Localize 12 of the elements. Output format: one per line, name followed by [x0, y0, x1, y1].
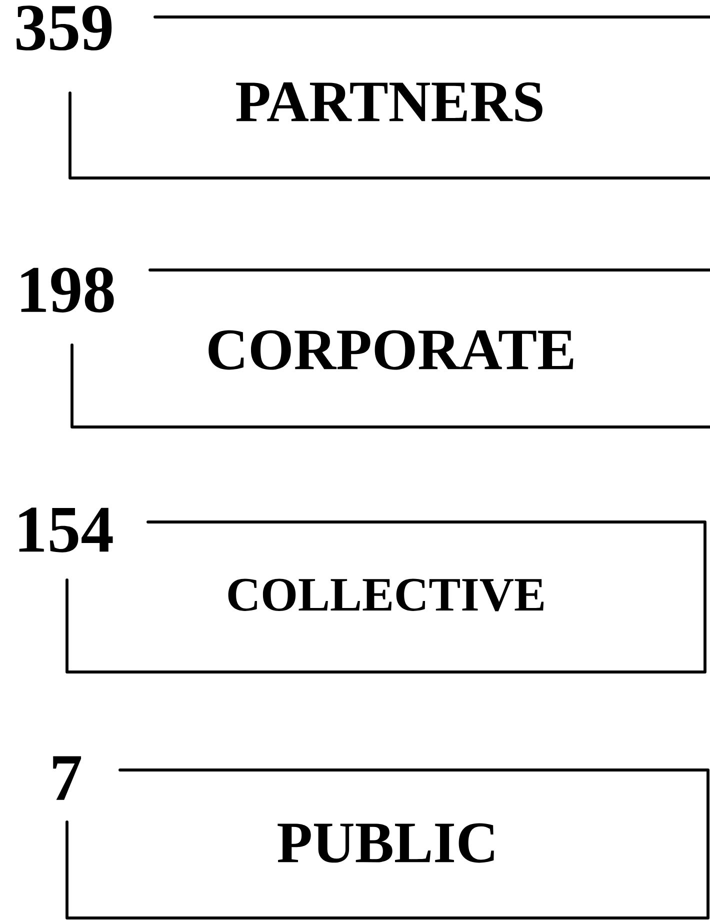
count-number: 198	[21, 268, 114, 312]
category-box	[53, 756, 710, 920]
box-label: PUBLIC	[278, 823, 494, 863]
box-label: COLLECTIVE	[228, 578, 544, 612]
category-box	[16, 6, 710, 180]
count-number: 154	[19, 508, 113, 552]
count-number: 359	[16, 6, 112, 50]
box-label: PARTNERS	[236, 82, 542, 122]
category-box	[19, 508, 706, 674]
category-box	[21, 268, 710, 428]
box-label: CORPORATE	[208, 330, 574, 370]
count-number: 7	[53, 756, 82, 800]
